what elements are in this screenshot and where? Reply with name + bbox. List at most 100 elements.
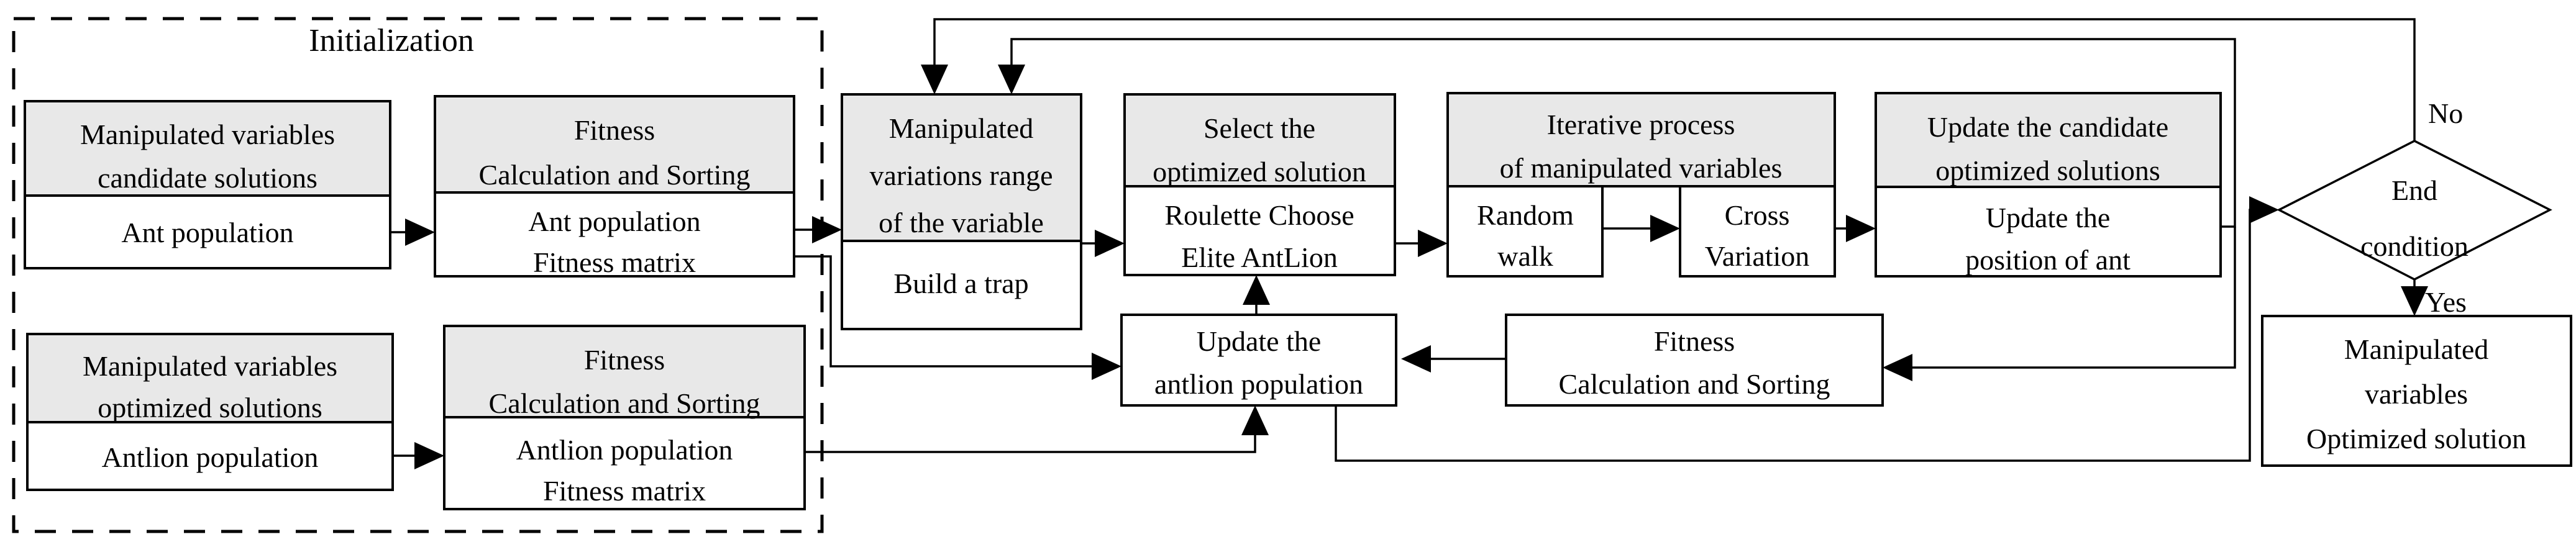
arrowhead-update-antlion-to-roulette [1243,275,1270,305]
arrowhead-no-loop-to-range [921,65,948,94]
ant-fitness-header-box [434,95,795,194]
select-solution-body-line2: Elite AntLion [1181,242,1338,273]
edge-position-to-fitness-sorting [1904,227,2236,369]
yes-label: Yes [2425,286,2467,318]
antlion-candidate-header-line2: optimized solutions [98,392,322,423]
arrowhead-fitness-sorting-to-update-antlion [1401,345,1431,373]
edge-position-loop-to-range [1010,38,2236,228]
arrowhead-antlion-to-fitness [414,442,444,469]
update-candidate-header-line1: Update the candidate [1927,111,2168,143]
node-fitness-sorting: Fitness Calculation and Sorting [1505,314,1884,407]
antlion-fitness-header-line1: Fitness [584,344,665,376]
random-walk-line2: walk [1497,240,1553,272]
ant-candidate-header-box [24,100,391,197]
ant-fitness-body-line2: Fitness matrix [533,246,696,278]
ant-fitness-header-line2: Calculation and Sorting [479,159,751,191]
ant-candidate-header-line1: Manipulated variables [80,119,335,150]
fitness-sorting-box [1505,314,1884,407]
end-condition-line1: End [2391,174,2437,206]
edge-antlion-fitness-to-update [805,427,1256,453]
arrowhead-cross-to-update-candidate [1846,215,1876,242]
ant-fitness-body-box [434,191,795,278]
iterative-process-header-line2: of manipulated variables [1500,152,1783,184]
select-solution-header-line1: Select the [1204,112,1315,144]
variation-range-header-line3: of the variable [879,207,1044,238]
arrowhead-fitness-to-range [812,216,842,243]
random-walk-line1: Random [1477,199,1574,231]
ant-candidate-body-box [24,194,391,269]
arrowhead-yes-to-final [2401,286,2428,316]
initialization-group: Initialization [12,17,824,533]
cross-variation-box [1679,185,1836,278]
antlion-fitness-body-box [443,416,806,510]
node-end-condition: End condition No Yes [2277,97,2552,318]
update-candidate-body-line1: Update the [1986,202,2111,233]
update-candidate-body-line2: position of ant [1965,244,2131,276]
end-condition-line2: condition [2360,230,2469,262]
arrowhead-fitness-to-update-antlion [1092,353,1121,380]
node-iterative-process: Iterative process of manipulated variabl… [1446,92,1836,278]
random-walk-box [1446,185,1604,278]
antlion-fitness-header-box [443,325,806,418]
arrowhead-walk-to-cross [1650,215,1680,242]
node-update-candidate: Update the candidate optimized solutions… [1875,92,2222,278]
arrowhead-select-to-iterative [1418,230,1448,257]
arrowhead-antlion-fitness-to-update [1241,405,1269,435]
node-antlion-candidate: Manipulated variables optimized solution… [26,333,394,491]
arrowhead-position-to-fitness-sorting [1883,354,1912,381]
variation-range-header-line1: Manipulated [889,112,1034,144]
cross-variation-line2: Variation [1705,240,1810,272]
antlion-candidate-header-box [26,333,394,423]
end-condition-diamond [2277,140,2552,281]
ant-candidate-body-line1: Ant population [121,217,293,248]
node-select-solution: Select the optimized solution Roulette C… [1123,93,1396,276]
arrowhead-range-to-select [1095,230,1125,257]
ant-fitness-header-line1: Fitness [574,114,655,146]
final-output-line2: variables [2365,378,2468,410]
initialization-dashed-border [12,17,824,533]
update-antlion-box [1120,314,1397,407]
variation-range-header-box [841,93,1082,242]
no-label: No [2428,97,2463,129]
node-ant-candidate: Manipulated variables candidate solution… [24,100,391,269]
select-solution-body-line1: Roulette Choose [1164,199,1354,231]
node-variation-range: Manipulated variations range of the vari… [841,93,1082,330]
antlion-fitness-body-line1: Antlion population [516,434,733,466]
fitness-sorting-line1: Fitness [1654,325,1735,357]
final-output-box [2261,315,2572,467]
edge-fitness-to-update-antlion [794,255,1100,368]
cross-variation-line1: Cross [1725,199,1790,231]
arrowhead-position-loop-to-range [998,65,1025,94]
fitness-sorting-line2: Calculation and Sorting [1559,368,1830,400]
connectors [390,18,2428,469]
node-antlion-fitness: Fitness Calculation and Sorting Antlion … [443,325,806,510]
variation-range-header-line2: variations range [869,160,1053,191]
antlion-candidate-body-line1: Antlion population [102,441,319,473]
update-candidate-header-box [1875,92,2222,188]
arrowhead-ant-to-fitness [405,219,435,246]
iterative-process-header-box [1446,92,1836,187]
initialization-label: Initialization [309,23,474,58]
node-update-antlion: Update the antlion population [1120,314,1397,407]
node-final-output: Manipulated variables Optimized solution [2261,315,2572,467]
node-ant-fitness: Fitness Calculation and Sorting Ant popu… [434,95,795,278]
edge-no-loop-to-range [933,18,2416,141]
arrowhead-update-antlion-to-end [2249,196,2279,224]
variation-range-body-box [841,240,1082,330]
antlion-fitness-body-line2: Fitness matrix [543,475,706,507]
update-candidate-body-box [1875,186,2222,278]
ant-fitness-body-line1: Ant population [528,206,700,237]
update-candidate-header-line2: optimized solutions [1935,155,2160,186]
ant-candidate-header-line2: candidate solutions [98,162,317,194]
variation-range-body-line1: Build a trap [893,268,1028,299]
update-antlion-line2: antlion population [1154,368,1363,400]
iterative-process-header-line1: Iterative process [1547,109,1735,140]
select-solution-body-box [1123,185,1396,276]
antlion-candidate-body-box [26,421,394,491]
antlion-candidate-header-line1: Manipulated variables [83,350,337,382]
final-output-line3: Optimized solution [2306,423,2526,454]
final-output-line1: Manipulated [2344,333,2489,365]
antlion-fitness-header-line2: Calculation and Sorting [489,387,760,419]
update-antlion-line1: Update the [1197,325,1322,357]
